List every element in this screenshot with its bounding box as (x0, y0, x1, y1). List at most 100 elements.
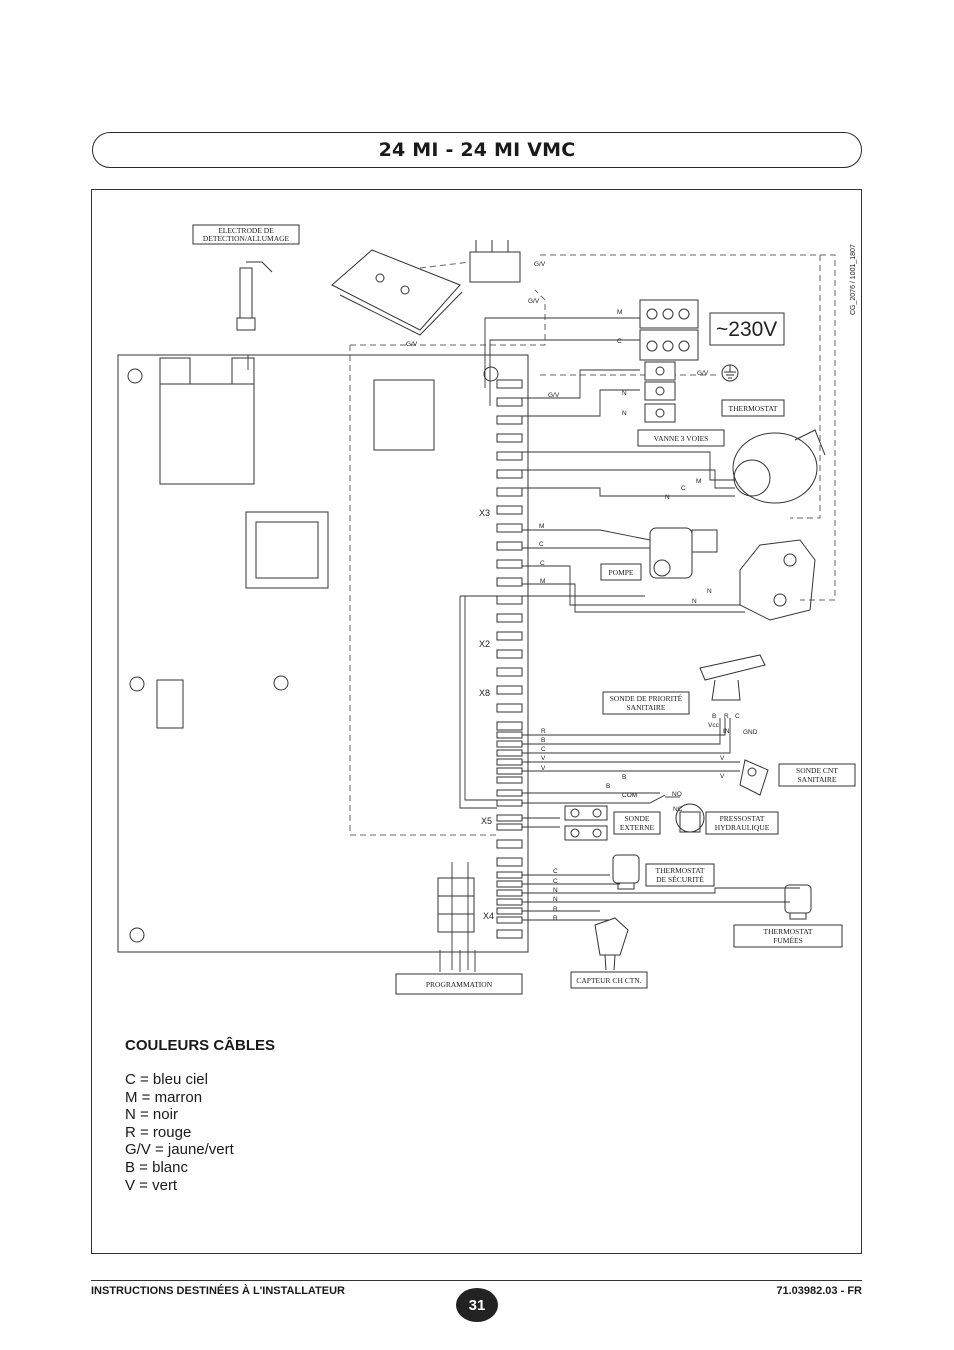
svg-text:M: M (539, 523, 544, 530)
terminal-block (639, 299, 699, 423)
svg-text:R: R (553, 915, 558, 922)
svg-text:B: B (541, 737, 545, 744)
control-board (117, 354, 529, 953)
svg-text:G/V: G/V (534, 261, 546, 268)
page-number: 31 (456, 1288, 498, 1322)
svg-text:N: N (553, 896, 558, 903)
svg-text:N: N (622, 390, 627, 397)
svg-text:SONDE: SONDE (624, 814, 649, 823)
footer-left-text: INSTRUCTIONS DESTINÉES À L'INSTALLATEUR (91, 1285, 345, 1297)
connector-labels: X3 X2 X8 X5 X4 (479, 508, 494, 921)
gas-valve (739, 539, 816, 621)
svg-text:SONDE DE PRIORITÉ: SONDE DE PRIORITÉ (610, 693, 683, 703)
svg-text:SANITAIRE: SANITAIRE (798, 775, 837, 784)
capteur-sensor (594, 917, 629, 971)
svg-text:COM: COM (622, 792, 637, 799)
svg-text:CAPTEUR CH CTN.: CAPTEUR CH CTN. (576, 976, 641, 985)
svg-text:C: C (541, 746, 546, 753)
svg-text:V: V (541, 755, 546, 762)
svg-text:C: C (617, 338, 622, 345)
svg-text:M: M (617, 309, 622, 316)
earth-dashed-lines (349, 254, 836, 836)
svg-text:M: M (540, 578, 545, 585)
svg-text:SONDE CNT: SONDE CNT (796, 766, 838, 775)
external-sensor-terminals (564, 805, 608, 841)
voltage-label: ~230V (716, 318, 777, 341)
pump (649, 527, 718, 579)
svg-text:DE SÉCURITÉ: DE SÉCURITÉ (656, 874, 704, 884)
svg-text:R: R (541, 728, 546, 735)
wire-codes: G/V G/V G/V G/V G/V M C N N M C N M C C … (406, 261, 758, 922)
svg-text:C: C (539, 541, 544, 548)
svg-text:G/V: G/V (406, 341, 418, 348)
svg-text:THERMOSTAT: THERMOSTAT (656, 866, 705, 875)
voltage-box: ~230V (709, 312, 785, 346)
svg-text:THERMOSTAT: THERMOSTAT (764, 927, 813, 936)
ignition-electrode (236, 261, 273, 331)
svg-text:NO: NO (672, 791, 682, 798)
svg-text:V: V (720, 773, 725, 780)
svg-text:IN: IN (723, 728, 730, 735)
svg-text:N: N (622, 410, 627, 417)
legend-item: V = vert (125, 1176, 178, 1194)
connector-x2: X2 (479, 639, 490, 649)
svg-text:Vcc: Vcc (708, 722, 720, 729)
legend-item: M = marron (125, 1088, 203, 1106)
svg-text:R: R (553, 906, 558, 913)
svg-text:G/V: G/V (697, 370, 709, 377)
svg-text:R: R (724, 713, 729, 720)
svg-text:HYDRAULIQUE: HYDRAULIQUE (715, 823, 770, 832)
pressure-switch (675, 803, 705, 833)
three-way-valve (732, 429, 826, 504)
legend-item: N = noir (125, 1106, 178, 1124)
legend-item: B = blanc (125, 1158, 188, 1176)
svg-text:V: V (541, 765, 546, 772)
svg-text:B: B (712, 713, 716, 720)
page-title: 24 MI - 24 MI VMC (378, 139, 576, 161)
svg-text:PROGRAMMATION: PROGRAMMATION (426, 980, 493, 989)
legend-item: G/V = jaune/vert (125, 1141, 234, 1159)
connector-x8: X8 (479, 688, 490, 698)
svg-text:DETECTION/ALLUMAGE: DETECTION/ALLUMAGE (203, 234, 290, 243)
earth-symbol (721, 364, 739, 382)
svg-text:C: C (681, 485, 686, 492)
legend-item: R = rouge (125, 1123, 192, 1141)
svg-text:V: V (720, 755, 725, 762)
priority-sensor (699, 654, 766, 701)
safety-thermostat (612, 854, 640, 890)
svg-text:PRESSOSTAT: PRESSOSTAT (720, 814, 765, 823)
connector-pins (496, 379, 523, 939)
connector-x5: X5 (481, 816, 492, 826)
diagram-frame (91, 189, 862, 1254)
cnt-sensor (739, 759, 769, 796)
bracket-part (331, 240, 521, 336)
svg-text:C: C (540, 560, 545, 567)
fumes-thermostat (784, 884, 812, 920)
connector-x4: X4 (483, 911, 494, 921)
legend-item: C = bleu ciel (125, 1071, 208, 1088)
svg-text:N: N (692, 598, 697, 605)
document-reference: 71.03982.03 - FR (776, 1285, 862, 1297)
svg-text:C: C (553, 868, 558, 875)
cable-color-legend: COULEURS CÂBLES C = bleu ciel M = marron… (125, 1037, 275, 1194)
connector-x3: X3 (479, 508, 490, 518)
svg-text:GND: GND (743, 729, 758, 736)
svg-text:FUMÉES: FUMÉES (773, 935, 803, 945)
programming-connector (437, 877, 475, 933)
svg-text:VANNE 3 VOIES: VANNE 3 VOIES (654, 434, 709, 443)
wires (247, 317, 800, 972)
svg-text:C: C (553, 878, 558, 885)
diagram-code: CG_2076 / 1001_1807 (850, 244, 857, 315)
svg-text:POMPE: POMPE (608, 568, 633, 577)
svg-text:G/V: G/V (548, 392, 560, 399)
svg-text:NC: NC (673, 806, 683, 813)
title-bar: 24 MI - 24 MI VMC (92, 132, 862, 168)
footer-divider (91, 1280, 862, 1281)
svg-text:B: B (622, 774, 626, 781)
svg-text:THERMOSTAT: THERMOSTAT (729, 404, 778, 413)
svg-text:ELECTRODE DE: ELECTRODE DE (218, 226, 274, 235)
svg-text:B: B (606, 783, 610, 790)
component-labels: ELECTRODE DE DETECTION/ALLUMAGE THERMOST… (192, 224, 856, 995)
svg-text:N: N (707, 588, 712, 595)
